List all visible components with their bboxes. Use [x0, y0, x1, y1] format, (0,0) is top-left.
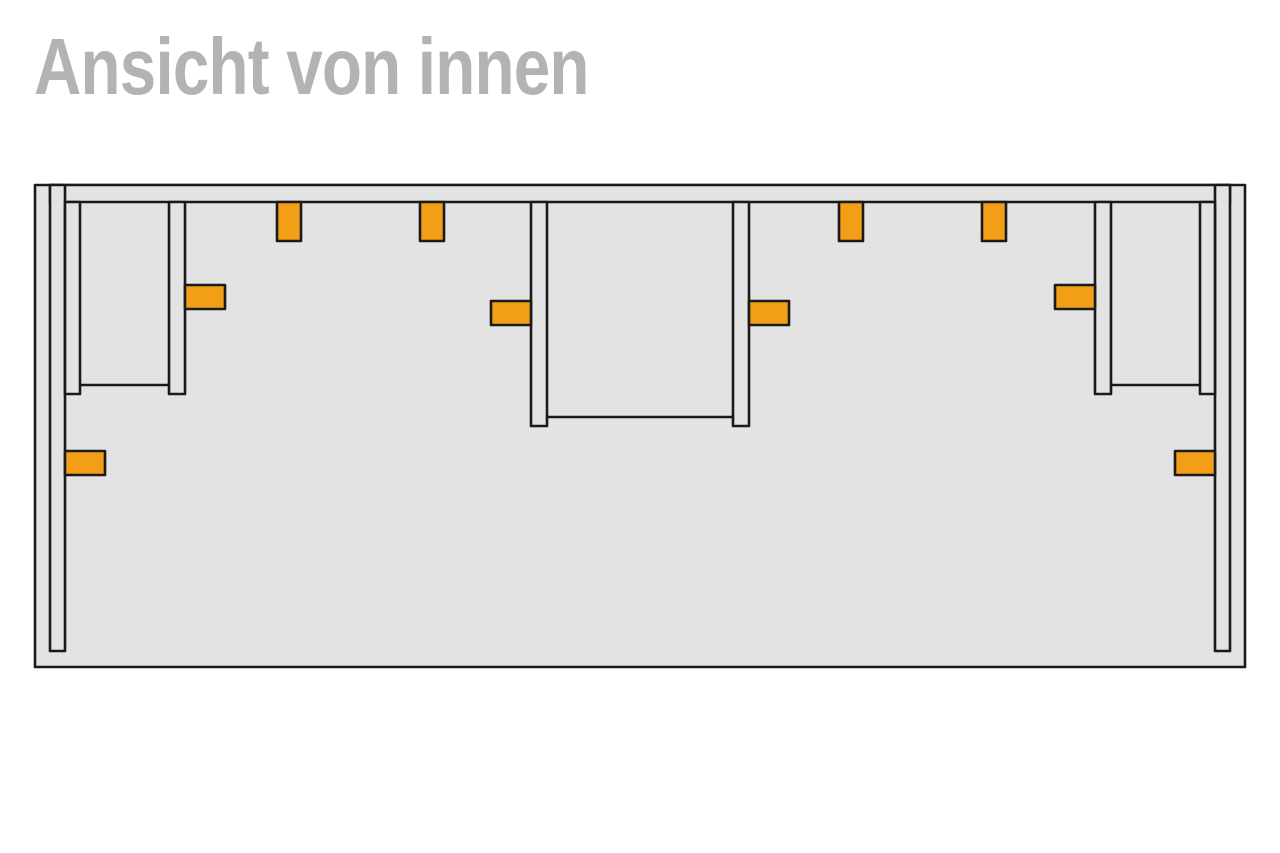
cabinet-frame	[33, 183, 1247, 669]
right-outer-post	[1213, 183, 1232, 653]
bracket-top-3	[837, 200, 865, 243]
center-compartment-post-left	[529, 200, 549, 428]
bracket-side-center-right	[747, 299, 791, 327]
center-compartment-post-right	[731, 200, 751, 428]
bracket-side-center-left	[489, 299, 533, 327]
bracket-side-left-compartment	[183, 283, 227, 311]
top-rail	[48, 183, 1232, 204]
bracket-side-left-wall	[63, 449, 107, 477]
bracket-top-2	[418, 200, 446, 243]
bracket-top-4	[980, 200, 1008, 243]
left-outer-post	[48, 183, 67, 653]
bracket-top-1	[275, 200, 303, 243]
mounting-brackets	[63, 200, 1217, 477]
bracket-side-right-compartment	[1053, 283, 1097, 311]
right-compartment-post-inner	[1198, 200, 1217, 396]
back-panel	[33, 183, 1247, 669]
left-compartment-post-outer	[167, 200, 187, 396]
right-compartment-post-outer	[1093, 200, 1113, 396]
view-title: Ansicht von innen	[34, 22, 589, 111]
left-compartment-post-inner	[63, 200, 82, 396]
bracket-side-right-wall	[1173, 449, 1217, 477]
